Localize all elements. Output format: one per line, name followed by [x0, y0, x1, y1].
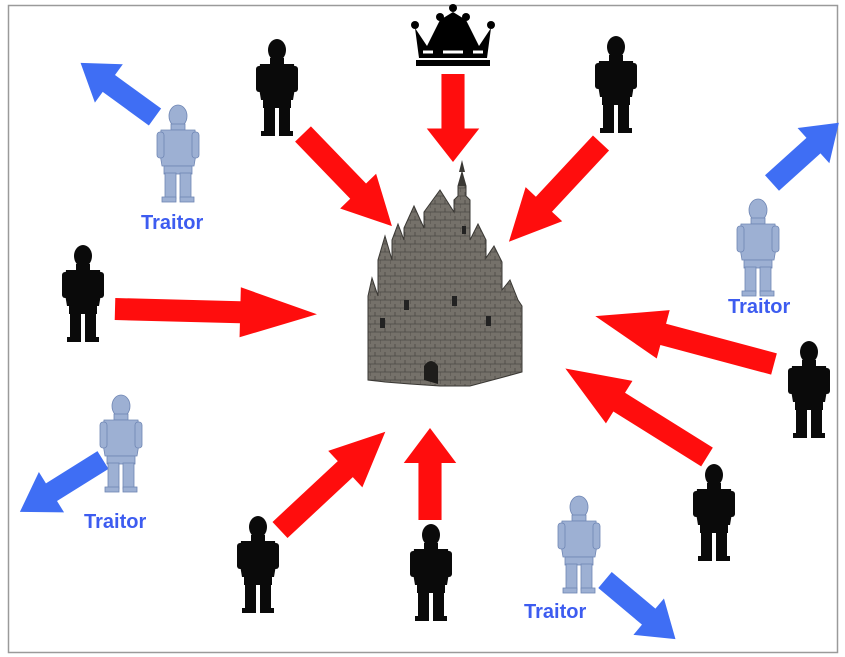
traitor-label: Traitor — [84, 511, 147, 533]
traitor-label: Traitor — [524, 601, 587, 623]
traitor-label: Traitor — [728, 296, 791, 318]
castle-icon — [367, 160, 523, 387]
traitor-label: Traitor — [141, 212, 204, 234]
crown-icon — [411, 4, 495, 66]
